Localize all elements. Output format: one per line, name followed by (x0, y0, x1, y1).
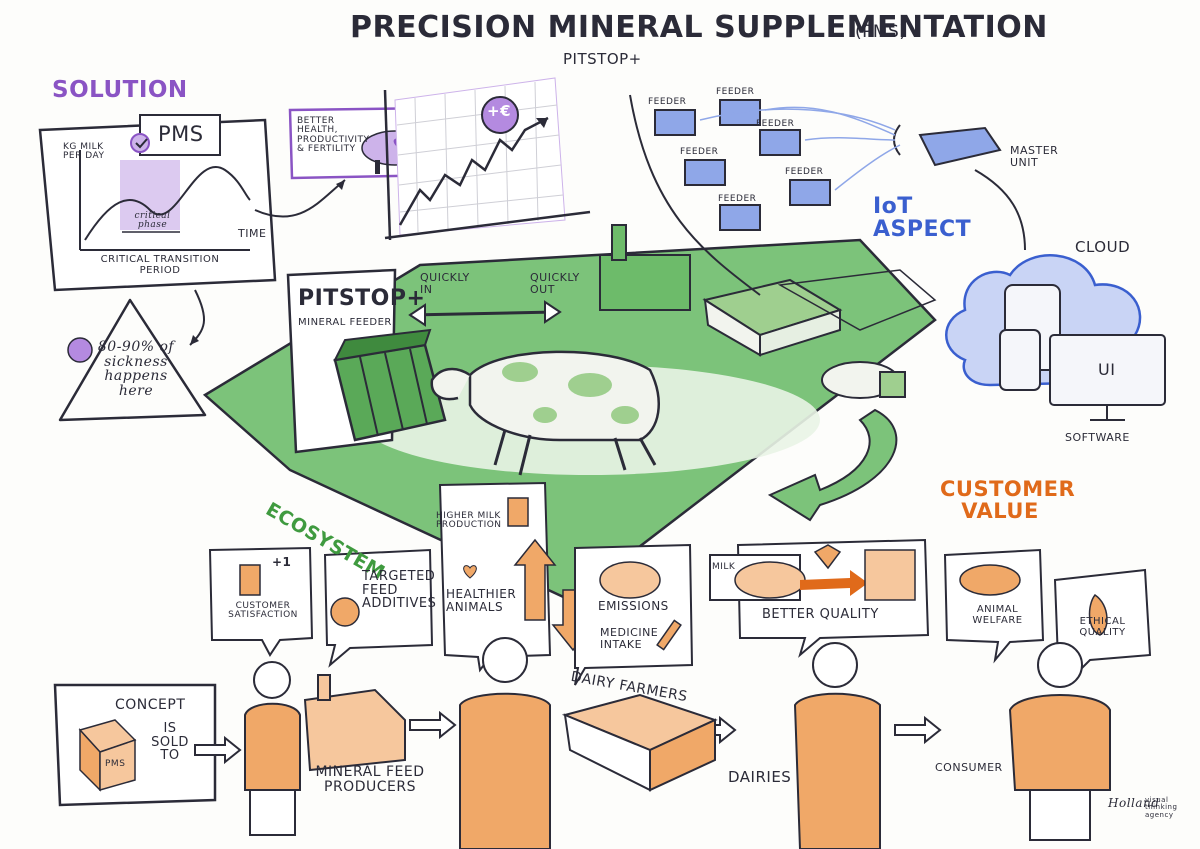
value-card-welfare (943, 548, 1045, 664)
skull-icon (67, 337, 93, 363)
feeder-label: FEEDER (716, 87, 755, 97)
farmer-person (459, 637, 551, 849)
mineral-feeder (333, 328, 447, 442)
feeder-label: FEEDER (785, 167, 824, 177)
concept-label: CONCEPT (115, 697, 186, 713)
credit-agency: visual thinking agency (1145, 796, 1178, 819)
cloud-label: CLOUD (1075, 238, 1131, 256)
producers-label: MINERAL FEED PRODUCERS (315, 764, 425, 795)
solution-heading: SOLUTION (52, 77, 188, 103)
producer-person (244, 661, 301, 836)
factory (599, 224, 691, 311)
barn (702, 278, 843, 357)
warning-triangle (58, 298, 207, 422)
profit-icon-label: +€ (487, 102, 512, 120)
plus-one-label: +1 (272, 555, 292, 569)
up-arrow (513, 538, 557, 621)
value-flow-arrow (767, 408, 898, 522)
feeder-label: FEEDER (756, 119, 795, 129)
is-sold-to-label: IS SOLD TO (151, 721, 189, 764)
profit-icon (481, 96, 519, 134)
consumer-label: CONSUMER (935, 761, 1003, 774)
software-label: SOFTWARE (1065, 431, 1130, 444)
devices (999, 284, 1166, 421)
ethical-quality-label: ETHICAL QUALITY (1079, 616, 1126, 638)
graph-phase-label: critical phase (134, 211, 171, 231)
title-abbr: (PMS) (855, 22, 907, 42)
value-card-feed (323, 548, 434, 668)
value-card-quality (709, 538, 930, 658)
pitstop-subtitle: MINERAL FEEDER (298, 317, 392, 328)
in-out-arrow (408, 300, 562, 327)
value-card-emissions (574, 543, 694, 686)
dairy-barn (561, 693, 718, 792)
graph-x-label: TIME (238, 227, 267, 240)
graph-period-label: CRITICAL TRANSITION PERIOD (100, 254, 220, 276)
customer-value-heading: CUSTOMER VALUE (940, 477, 1076, 524)
feeder-label: FEEDER (648, 97, 687, 107)
medicine-label: MEDICINE INTAKE (600, 626, 659, 651)
feeder-label: FEEDER (718, 194, 757, 204)
pasture (777, 269, 937, 331)
box-label: PMS (105, 759, 126, 769)
benefits-text: BETTER HEALTH, PRODUCTIVITY & FERTILITY (297, 116, 370, 155)
dairy-person (793, 642, 881, 849)
pms-label-box (139, 114, 221, 156)
cow (430, 350, 660, 476)
subtitle: PITSTOP+ (563, 50, 642, 68)
consumer-person (1008, 642, 1111, 841)
value-card-satisfaction (208, 546, 314, 657)
pms-label: PMS (158, 122, 204, 146)
concept-card (53, 683, 217, 807)
title: PRECISION MINERAL SUPPLEMENTATION (350, 10, 1048, 45)
flow-arrow (254, 179, 346, 218)
master-unit-label: MASTER UNIT (1010, 144, 1059, 169)
targeted-feed-label: TARGETED FEED ADDITIVES (362, 569, 437, 612)
emissions-label: EMISSIONS (598, 599, 669, 613)
credit-signature: Holland (1108, 796, 1160, 810)
dairies-label: DAIRIES (728, 768, 792, 786)
check-icon (130, 133, 150, 153)
master-unit (893, 124, 1002, 167)
quickly-out-label: QUICKLY OUT (530, 271, 580, 296)
producer-factory (303, 674, 406, 772)
better-quality-label: BETTER QUALITY (762, 607, 879, 622)
animal-welfare-label: ANIMAL WELFARE (972, 604, 1023, 626)
pitstop-title: PITSTOP+ (298, 286, 426, 311)
customer-satisfaction-label: CUSTOMER SATISFACTION (228, 601, 298, 621)
iot-connector (974, 169, 1026, 251)
milk-graph-card (38, 118, 277, 292)
signal-lines (699, 106, 901, 191)
graph-y-label: KG MILK PER DAY (63, 142, 105, 162)
iot-aspect-label: IoT ASPECT (873, 194, 972, 243)
healthier-label: HEALTHIER ANIMALS (446, 587, 517, 614)
sickness-warning: 80-90% of sickness happens here (97, 339, 175, 400)
iot-connector (629, 94, 761, 296)
milk-truck-label: MILK (712, 562, 736, 572)
quickly-in-label: QUICKLY IN (420, 271, 470, 296)
ui-label: UI (1098, 360, 1116, 379)
feeder-icons (654, 99, 831, 231)
milk-tanker (821, 361, 906, 399)
flow-arrow (189, 289, 206, 346)
higher-milk-label: HIGHER MILK PRODUCTION (436, 511, 502, 531)
feeder-label: FEEDER (680, 147, 719, 157)
